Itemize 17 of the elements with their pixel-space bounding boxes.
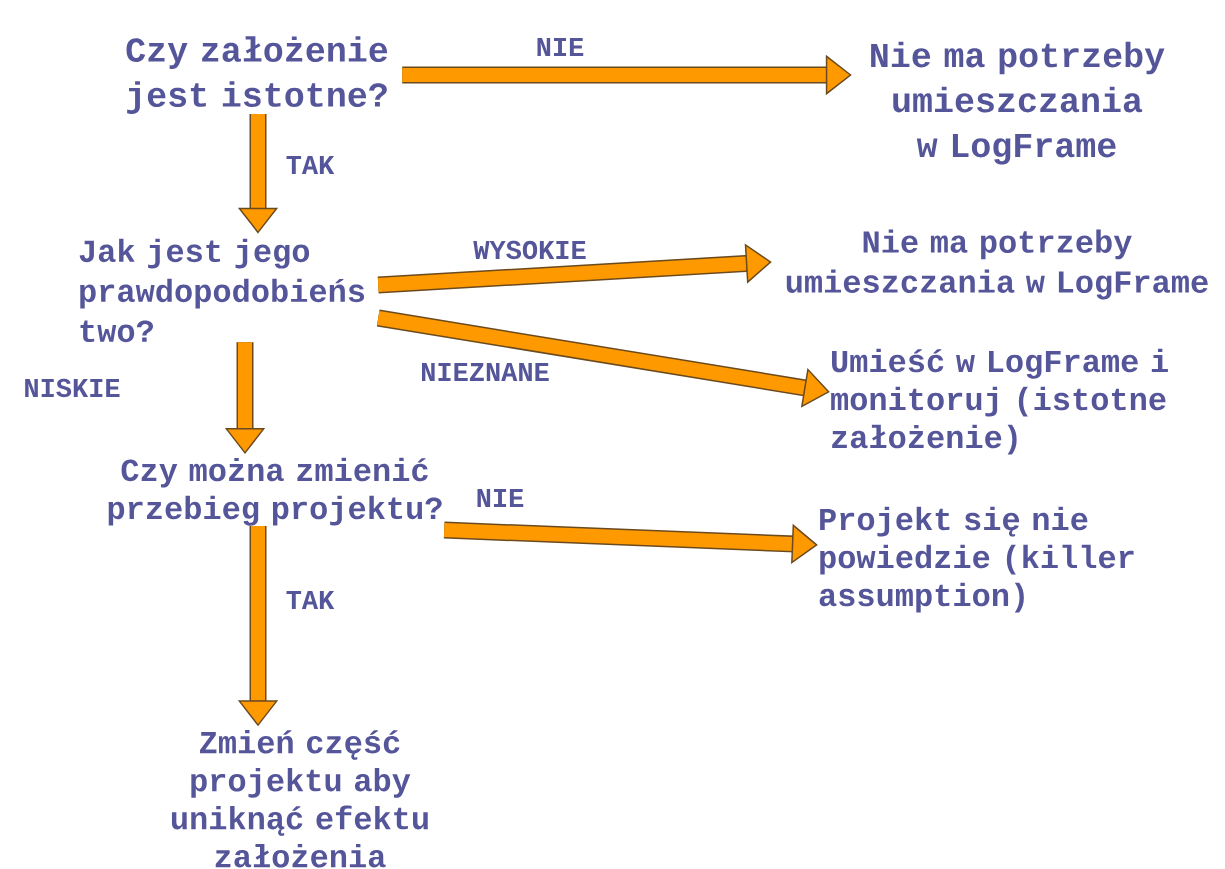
edge-label: NISKIE <box>25 378 120 398</box>
flow-text: Jak jest jego prawdopodobieńs two? <box>79 238 365 343</box>
edge-label: NIE <box>537 38 584 56</box>
edge-label: NIE <box>477 489 524 507</box>
edge-label: NIEZNANE <box>422 363 549 381</box>
flow-text: Czy założenie jest istotne? <box>126 36 388 114</box>
flow-text: Umieść w LogFrame i monitoruj (istotne założenie) <box>831 348 1168 455</box>
flow-text: Nie ma potrzeby umieszczania w LogFrame <box>871 41 1165 165</box>
flow-text: Czy można zmienić przebieg projektu? <box>108 457 442 526</box>
flow-text: Zmień część projektu aby uniknąć efektu założenia <box>171 729 428 868</box>
edge-label: WYSOKIE <box>473 240 586 260</box>
edge-label: TAK <box>286 156 335 174</box>
edge-label: TAK <box>286 591 335 609</box>
flow-text: Projekt się nie powiedzie (killer assumption) <box>819 506 1134 613</box>
block-arrow <box>377 243 772 294</box>
flow-text: Nie ma potrzeby umieszczania w LogFrame <box>786 229 1208 300</box>
block-arrow <box>376 309 830 408</box>
